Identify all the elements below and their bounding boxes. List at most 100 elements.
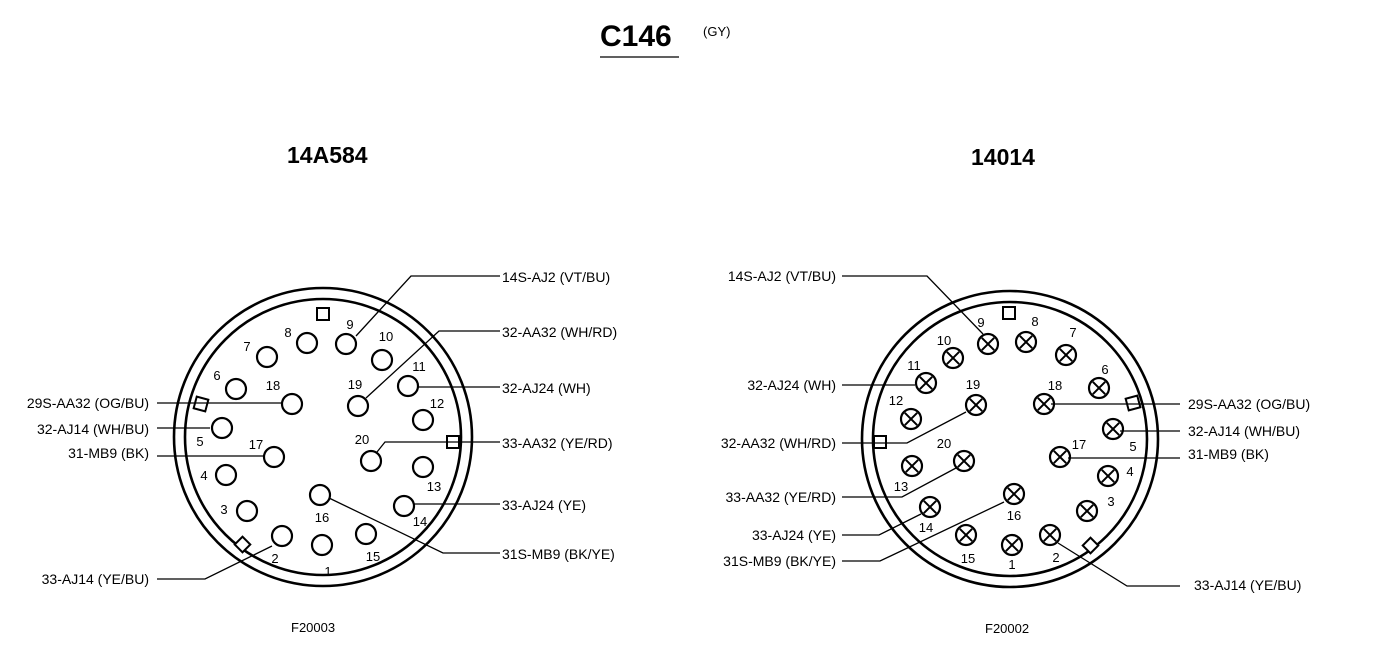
right-pin-2 — [1038, 523, 1062, 547]
right-pin-number-15: 15 — [961, 551, 975, 566]
right-connector-heading: 14014 — [971, 144, 1035, 170]
right-pin-7-cross-1 — [1059, 348, 1073, 362]
left-pin-5-contact — [210, 416, 234, 440]
left-pin-2 — [270, 524, 294, 548]
right-pin-number-12: 12 — [889, 393, 903, 408]
left-pin-number-3: 3 — [220, 502, 227, 517]
left-pin-number-17: 17 — [249, 437, 263, 452]
right-pin-6 — [1087, 376, 1111, 400]
right-pin-16-cross-1 — [1007, 487, 1021, 501]
left-pin-7 — [255, 345, 279, 369]
left-leader-10 — [157, 545, 273, 580]
left-pin-12 — [411, 408, 435, 432]
left-connector-inner-shell — [183, 297, 463, 577]
left-pin-number-18: 18 — [266, 378, 280, 393]
left-pin-15 — [354, 522, 378, 546]
right-key-left — [873, 435, 887, 449]
left-pin-14-contact — [392, 494, 416, 518]
right-pin-number-10: 10 — [937, 333, 951, 348]
right-pin-9 — [976, 332, 1000, 356]
left-pin-number-12: 12 — [430, 396, 444, 411]
right-pin-number-20: 20 — [937, 436, 951, 451]
right-key-right — [1124, 394, 1142, 412]
left-pin-number-6: 6 — [213, 368, 220, 383]
right-circuit-label-4: 32-AJ14 (WH/BU) — [1188, 423, 1300, 439]
left-pin-number-2: 2 — [271, 551, 278, 566]
right-circuit-label-10: 33-AJ14 (YE/BU) — [1194, 577, 1301, 593]
left-figure-id: F20003 — [291, 620, 335, 635]
left-pin-10-contact — [370, 348, 394, 372]
left-pin-3-contact — [235, 499, 259, 523]
left-pin-1 — [310, 533, 334, 557]
right-pin-7 — [1054, 343, 1078, 367]
left-leader-1 — [355, 275, 500, 337]
left-pin-12-contact — [411, 408, 435, 432]
left-pin-18 — [280, 392, 304, 416]
right-pin-19-cross-1 — [969, 398, 983, 412]
left-pin-number-15: 15 — [366, 549, 380, 564]
right-pin-19 — [964, 393, 988, 417]
left-circuit-label-6: 33-AA32 (YE/RD) — [502, 435, 612, 451]
right-pin-3-cross-1 — [1080, 504, 1094, 518]
right-pin-number-19: 19 — [966, 377, 980, 392]
right-pin-4 — [1096, 464, 1120, 488]
right-pin-18-cross-1 — [1037, 397, 1051, 411]
right-pin-number-13: 13 — [894, 479, 908, 494]
right-pin-8-cross-1 — [1019, 335, 1033, 349]
left-circuit-label-4: 29S-AA32 (OG/BU) — [27, 395, 149, 411]
left-pin-3 — [235, 499, 259, 523]
left-pin-group — [210, 331, 435, 557]
right-pin-number-9: 9 — [977, 315, 984, 330]
right-leader-7 — [842, 467, 957, 498]
right-leader-9 — [842, 501, 1005, 562]
left-pin-number-8: 8 — [284, 325, 291, 340]
right-pin-15 — [954, 523, 978, 547]
right-pin-14-cross-1 — [923, 500, 937, 514]
left-pin-number-1: 1 — [324, 564, 331, 579]
left-pin-20-contact — [359, 449, 383, 473]
right-pin-10 — [941, 346, 965, 370]
right-pin-20-cross-1 — [957, 454, 971, 468]
right-pin-number-11: 11 — [907, 358, 921, 373]
right-pin-11-cross-1 — [919, 376, 933, 390]
right-leader-10 — [1057, 542, 1180, 587]
left-circuit-label-10: 33-AJ14 (YE/BU) — [42, 571, 149, 587]
left-pin-number-16: 16 — [315, 510, 329, 525]
left-leader-9 — [328, 497, 500, 554]
left-key-bottom — [233, 535, 252, 554]
right-pin-number-7: 7 — [1069, 325, 1076, 340]
left-pin-8 — [295, 331, 319, 355]
left-pin-17-contact — [262, 445, 286, 469]
right-pin-9-cross-1 — [981, 337, 995, 351]
left-pin-16 — [308, 483, 332, 507]
left-pin-number-5: 5 — [196, 434, 203, 449]
right-pin-16 — [1002, 482, 1026, 506]
right-pin-13-cross-1 — [905, 459, 919, 473]
left-pin-14 — [392, 494, 416, 518]
left-pin-6 — [224, 377, 248, 401]
right-circuit-label-2: 32-AJ24 (WH) — [747, 377, 836, 393]
right-pin-number-8: 8 — [1031, 314, 1038, 329]
right-key-bottom — [1081, 536, 1100, 555]
right-pin-5-cross-1 — [1106, 422, 1120, 436]
left-pin-number-11: 11 — [412, 359, 426, 374]
left-leader-2 — [365, 330, 500, 399]
left-pin-number-14: 14 — [413, 514, 427, 529]
right-circuit-label-8: 33-AJ24 (YE) — [752, 527, 836, 543]
right-circuit-label-7: 33-AA32 (YE/RD) — [726, 489, 836, 505]
right-pin-1 — [1000, 533, 1024, 557]
left-pin-4 — [214, 463, 238, 487]
left-circuit-label-5: 32-AJ14 (WH/BU) — [37, 421, 149, 437]
right-pin-17-cross-1 — [1053, 450, 1067, 464]
right-pin-number-1: 1 — [1008, 557, 1015, 572]
left-pin-number-10: 10 — [379, 329, 393, 344]
right-circuit-label-3: 29S-AA32 (OG/BU) — [1188, 396, 1310, 412]
right-key-top — [1002, 306, 1016, 320]
right-pin-6-cross-1 — [1092, 381, 1106, 395]
left-circuit-label-2: 32-AA32 (WH/RD) — [502, 324, 617, 340]
left-pin-15-contact — [354, 522, 378, 546]
left-circuit-label-3: 32-AJ24 (WH) — [502, 380, 591, 396]
right-pin-11 — [914, 371, 938, 395]
left-key-left — [192, 395, 210, 413]
